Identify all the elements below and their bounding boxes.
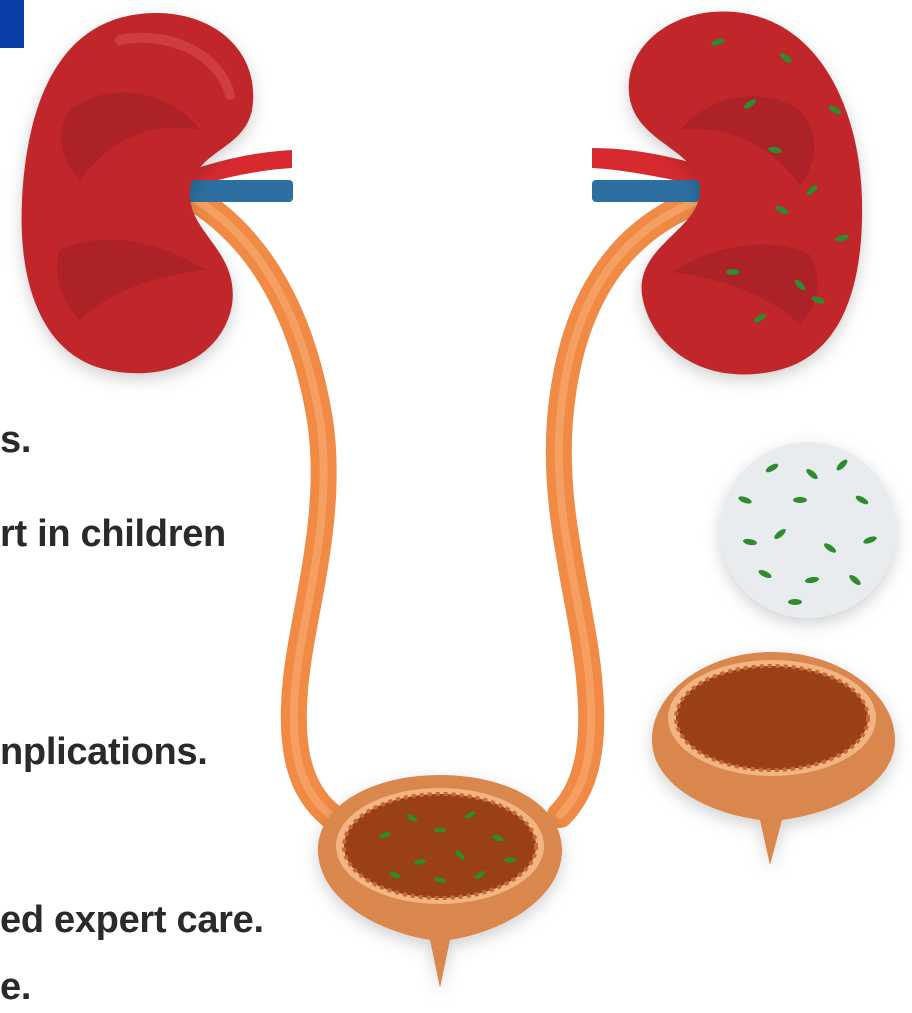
bacteria-slide-icon bbox=[720, 442, 896, 618]
bladder-healthy-icon bbox=[652, 652, 895, 865]
bacterium-icon bbox=[788, 599, 802, 605]
bacterium-icon bbox=[793, 497, 807, 503]
bladder-infected-icon bbox=[318, 775, 562, 988]
bacterium-icon bbox=[504, 857, 516, 862]
bacterium-icon bbox=[726, 269, 740, 275]
bacterium-icon bbox=[434, 827, 446, 832]
